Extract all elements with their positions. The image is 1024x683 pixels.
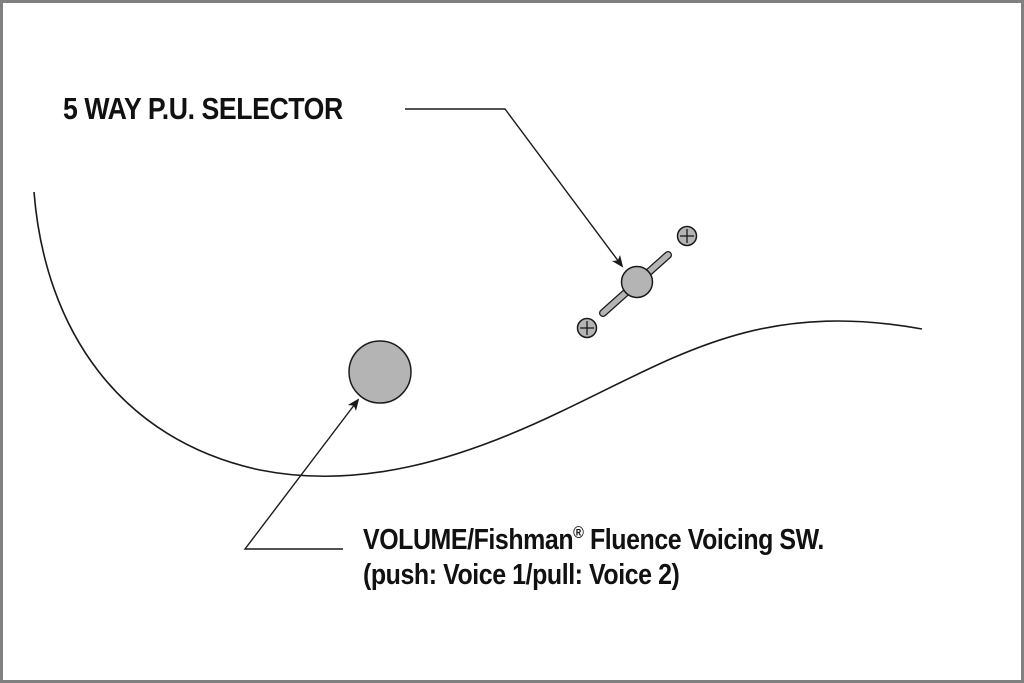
volume-label-suffix: Fluence Voicing SW. (583, 524, 824, 556)
volume-leader-arrow (243, 398, 360, 550)
volume-knob-label: VOLUME/Fishman® Fluence Voicing SW. (pus… (363, 515, 824, 593)
volume-label-prefix: VOLUME/Fishman (363, 524, 574, 556)
selector-leader-arrow (405, 108, 624, 268)
screw-icon (676, 225, 698, 247)
body-outline-curve (33, 191, 923, 478)
volume-label-line2: (push: Voice 1/pull: Voice 2) (363, 559, 680, 591)
registered-mark: ® (573, 523, 584, 542)
knob-icon (348, 340, 412, 404)
lever-icon (599, 251, 672, 317)
volume-label-line1: VOLUME/Fishman® Fluence Voicing SW. (363, 515, 824, 558)
pickup-selector-label: 5 WAY P.U. SELECTOR (63, 91, 343, 126)
screw-icon (576, 317, 598, 339)
